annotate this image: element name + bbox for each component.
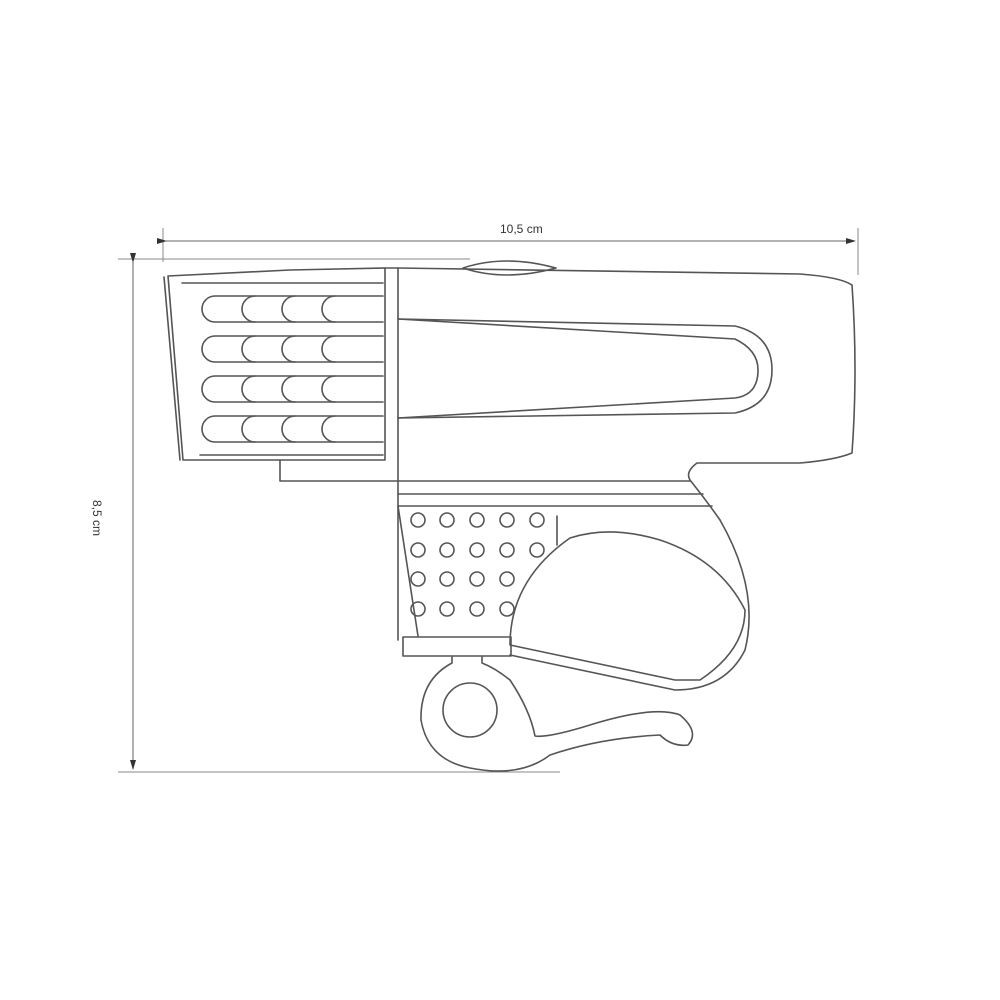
lens-housing <box>163 267 399 641</box>
grip-dots <box>410 512 545 617</box>
mount-grip <box>397 505 750 691</box>
led-row-1 <box>201 295 384 323</box>
lever-pivot <box>442 682 498 738</box>
width-dimension-label: 10,5 cm <box>500 222 543 236</box>
width-dimension <box>157 228 859 275</box>
height-dimension <box>118 253 560 773</box>
light-body <box>397 267 856 521</box>
led-row-2 <box>201 335 384 363</box>
body-groove <box>397 318 773 419</box>
mount-base-plate <box>402 636 512 657</box>
led-row-3 <box>201 375 384 403</box>
mount-pad <box>509 531 746 681</box>
power-button <box>462 260 557 276</box>
led-row-4 <box>201 415 384 443</box>
quick-release-lever <box>420 656 694 772</box>
led-grille <box>201 295 384 443</box>
height-dimension-label: 8,5 cm <box>90 500 104 537</box>
